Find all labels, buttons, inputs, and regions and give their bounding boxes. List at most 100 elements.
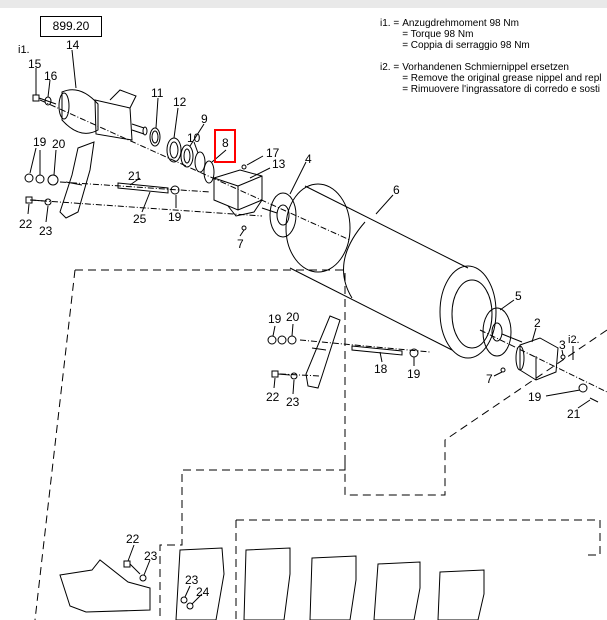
frame-left (34, 269, 76, 620)
top-toolbar-strip (0, 0, 607, 8)
leader-19d (272, 325, 276, 337)
note-i2-marker: i2. = (380, 62, 400, 73)
leader-5 (499, 299, 515, 311)
note-i2-lines: Vorhandenen Schmiernippel ersetzen = Rem… (402, 62, 601, 95)
label-11: 11 (151, 86, 164, 100)
label-18: 18 (374, 362, 388, 376)
bolt-15-head (32, 94, 40, 102)
nut-23d (180, 596, 188, 604)
label-23a: 23 (39, 224, 53, 238)
bolt-22b-shank (277, 373, 291, 376)
frame-right (344, 329, 607, 496)
motor-top (109, 89, 137, 109)
bracket-4 (373, 561, 421, 620)
assembly-frames (34, 269, 607, 620)
leader-23d (184, 585, 191, 598)
torque-arm-right (305, 315, 341, 389)
label-23d: 23 (185, 573, 199, 587)
washer-20b (287, 335, 297, 345)
drum-seam (343, 221, 366, 299)
bolt-22-shank (31, 199, 45, 202)
leader-12 (173, 107, 179, 139)
ring-9-outer (180, 144, 194, 168)
bearing-housing-13 (213, 169, 263, 217)
motor-shaft-end (142, 126, 148, 136)
nut-19a (24, 173, 34, 183)
bearing-block-2 (515, 337, 559, 381)
label-12: 12 (173, 95, 187, 109)
label-10: 10 (187, 131, 201, 145)
washer-20 (47, 174, 59, 186)
marker-i1: i1. (18, 44, 30, 56)
flange-5-outer (482, 307, 512, 357)
torque-arm-left (59, 141, 95, 219)
nut-19e (277, 335, 287, 345)
housing-base (227, 199, 263, 217)
leader-19a (29, 147, 37, 174)
bolt-15 (32, 94, 57, 105)
note-gap (380, 51, 607, 62)
label-20b: 20 (286, 310, 300, 324)
leader-23c (143, 559, 151, 576)
leader-2 (531, 327, 537, 343)
note-i2-line-1: Vorhandenen Schmiernippel ersetzen (402, 62, 569, 73)
motor-flange (94, 99, 133, 141)
leader-25 (141, 191, 151, 213)
leader-11 (155, 97, 159, 129)
bolt-22b-head (271, 370, 279, 378)
leader-20b (291, 323, 294, 337)
nut-19d (267, 335, 277, 345)
nut-19c (170, 185, 180, 195)
ring-9-inner (183, 148, 191, 164)
torque-arm-slot (65, 181, 83, 186)
washer-24 (186, 602, 194, 610)
washer-23b (290, 372, 298, 380)
main-shaft-axis (39, 99, 351, 241)
flange-4-shaft (261, 207, 278, 214)
ring-10 (194, 151, 206, 173)
leader-17 (246, 155, 264, 166)
label-3: 3 (559, 338, 566, 352)
label-5: 5 (515, 289, 522, 303)
circlip-8 (203, 160, 215, 184)
label-19e: 19 (407, 367, 421, 381)
threaded-rod-18 (351, 345, 403, 356)
highlight-part-8-box[interactable] (214, 129, 236, 163)
nut-19g (578, 383, 588, 393)
center-lines (29, 99, 607, 393)
bracket-base (59, 559, 151, 613)
bearing-12-inner (169, 141, 179, 159)
leader-21b (577, 399, 591, 409)
leader-14 (71, 49, 77, 89)
bolt-15-shank (38, 97, 57, 105)
leader-22b (273, 377, 276, 389)
leader-4 (289, 161, 307, 195)
label-24: 24 (196, 585, 210, 599)
grease-nipple-7a (241, 225, 247, 231)
axis-bolt-22 (29, 199, 263, 217)
label-21a: 21 (128, 169, 142, 183)
motor-end (58, 92, 70, 120)
drum-bottom-edge (289, 267, 453, 351)
label-14: 14 (66, 38, 80, 52)
drawing-linework (24, 49, 607, 620)
leader-18 (379, 351, 383, 363)
leader-7a (239, 229, 245, 237)
bracket-1 (175, 547, 225, 620)
label-23c: 23 (144, 549, 158, 563)
label-22b: 22 (266, 390, 280, 404)
pin-21b (589, 397, 599, 403)
leader-6 (375, 194, 394, 215)
frame-upper (75, 269, 346, 620)
leader-23a (45, 205, 49, 223)
axis-right-shaft (479, 329, 607, 393)
housing-top-edge (213, 177, 239, 187)
washer-23 (44, 198, 52, 206)
grease-nipple-17 (241, 164, 247, 170)
flange-5 (482, 307, 523, 357)
bracket-3 (309, 555, 357, 620)
axis-right-22 (279, 373, 321, 377)
note-i2: i2. = Vorhandenen Schmiernippel ersetzen… (380, 62, 607, 95)
leader-24 (191, 593, 203, 605)
